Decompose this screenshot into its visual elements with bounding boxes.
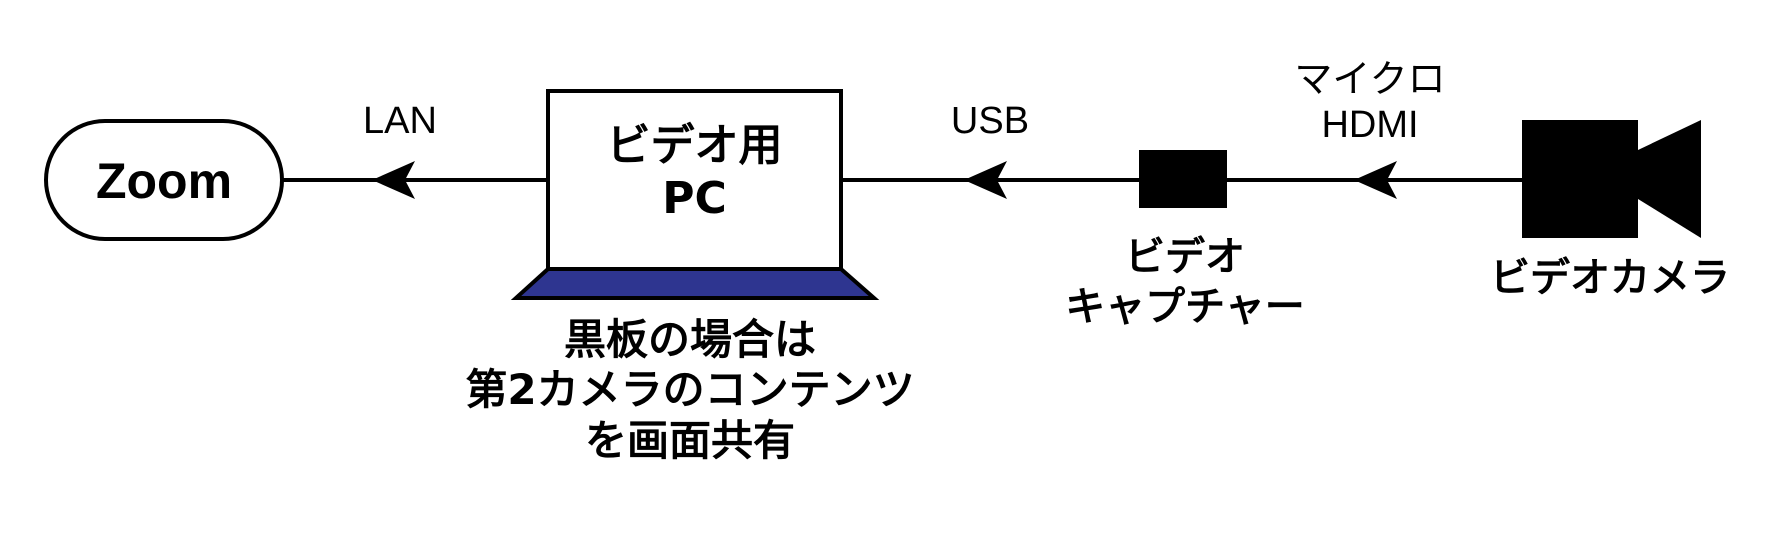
video-camera-icon — [1522, 120, 1701, 238]
arrowhead-lan — [372, 161, 415, 199]
capture-label: ビデオ キャプチャー — [1065, 234, 1305, 330]
edge-label-lan: LAN — [363, 100, 437, 142]
edge-label-hdmi: マイクロ HDMI — [1294, 59, 1446, 146]
arrowhead-hdmi — [1354, 161, 1397, 199]
video-pc-label: ビデオ用 PC — [606, 120, 783, 224]
zoom-label: Zoom — [95, 153, 233, 209]
arrowhead-usb — [964, 161, 1007, 199]
capture-device-shape — [1139, 150, 1227, 208]
zoom-node-shape — [44, 119, 284, 241]
video-pc-note: 黒板の場合は 第2カメラのコンテンツ を画面共有 — [465, 315, 915, 465]
camera-label: ビデオカメラ — [1490, 255, 1730, 301]
laptop-screen — [546, 89, 843, 271]
laptop-base — [510, 267, 880, 300]
edge-label-usb: USB — [950, 100, 1030, 142]
